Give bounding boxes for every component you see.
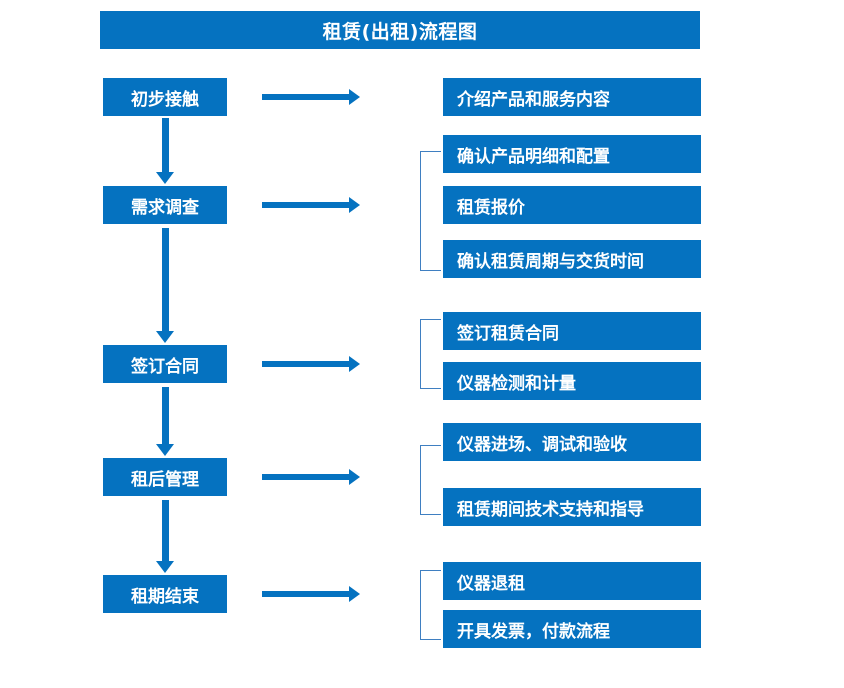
vertical-arrow-1-to-2 <box>156 118 174 184</box>
vertical-arrow-4-to-5 <box>156 500 174 573</box>
stage-box-1[interactable]: 初步接触 <box>103 78 227 116</box>
vertical-arrow-3-to-4 <box>156 387 174 456</box>
detail-box-9[interactable]: 仪器退租 <box>443 562 701 600</box>
stage-box-5[interactable]: 租期结束 <box>103 575 227 613</box>
detail-box-3[interactable]: 租赁报价 <box>443 186 701 224</box>
page-title: 租赁(出租)流程图 <box>100 11 700 49</box>
detail-box-5[interactable]: 签订租赁合同 <box>443 312 701 350</box>
vertical-arrow-2-to-3 <box>156 228 174 343</box>
detail-box-8[interactable]: 租赁期间技术支持和指导 <box>443 488 701 526</box>
bracket-group-4 <box>420 445 441 515</box>
detail-box-10[interactable]: 开具发票，付款流程 <box>443 610 701 648</box>
bracket-group-5 <box>420 570 441 640</box>
horizontal-arrow-4 <box>262 469 360 485</box>
detail-box-4[interactable]: 确认租赁周期与交货时间 <box>443 240 701 278</box>
bracket-group-3 <box>420 319 441 389</box>
detail-box-7[interactable]: 仪器进场、调试和验收 <box>443 423 701 461</box>
detail-box-2[interactable]: 确认产品明细和配置 <box>443 135 701 173</box>
stage-box-3[interactable]: 签订合同 <box>103 345 227 383</box>
horizontal-arrow-5 <box>262 586 360 602</box>
bracket-group-2 <box>420 151 441 271</box>
stage-box-2[interactable]: 需求调查 <box>103 186 227 224</box>
detail-box-6[interactable]: 仪器检测和计量 <box>443 362 701 400</box>
horizontal-arrow-1 <box>262 89 360 105</box>
horizontal-arrow-2 <box>262 197 360 213</box>
stage-box-4[interactable]: 租后管理 <box>103 458 227 496</box>
detail-box-1[interactable]: 介绍产品和服务内容 <box>443 78 701 116</box>
horizontal-arrow-3 <box>262 356 360 372</box>
